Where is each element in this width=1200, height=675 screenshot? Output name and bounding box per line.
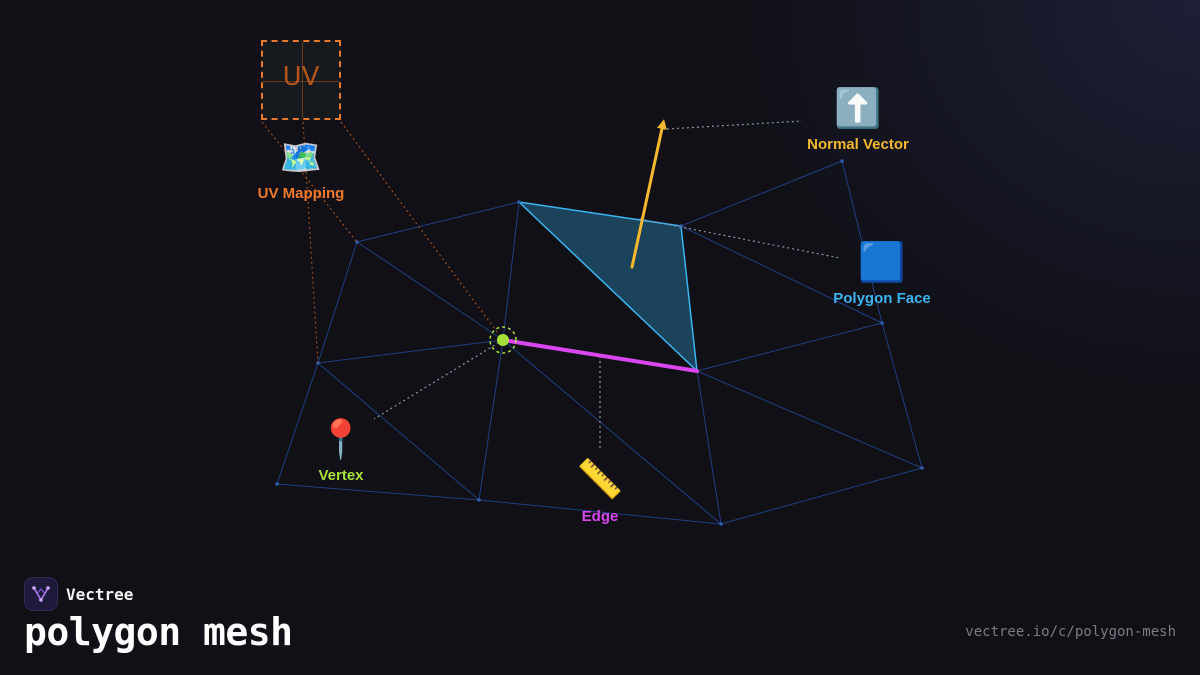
brand-name: Vectree <box>66 584 134 604</box>
vertex-leader <box>373 339 504 420</box>
highlighted-edge <box>501 338 699 373</box>
vertex-highlight-dot <box>497 334 509 346</box>
polygon-face-label: Polygon Face <box>833 290 931 307</box>
normal-vector-label: Normal Vector <box>807 136 909 153</box>
brand[interactable]: Vectree <box>24 577 133 611</box>
vectree-logo-icon <box>24 577 58 611</box>
uv-grid-v <box>302 42 303 118</box>
round-pushpin-icon: 📍 <box>317 417 365 461</box>
uv-box-label: UV <box>282 62 320 92</box>
blue-square-icon: 🟦 <box>858 240 906 284</box>
normal-vector-arrow <box>630 119 667 269</box>
normal-leader <box>666 120 803 130</box>
uv-mapping-label: UV Mapping <box>257 185 345 202</box>
leader-lines <box>261 120 841 450</box>
world-map-icon: 🗺️ <box>279 138 323 178</box>
up-arrow-icon: ⬆️ <box>834 86 882 130</box>
face-leader <box>639 218 841 259</box>
mesh-wireframe <box>276 160 923 525</box>
page-title: polygon mesh <box>24 610 293 654</box>
source-url[interactable]: vectree.io/c/polygon-mesh <box>965 624 1176 640</box>
uv-box: UV <box>261 40 341 120</box>
ruler-icon: 📏 <box>576 457 624 501</box>
edge-label: Edge <box>581 508 619 525</box>
uv-leader-2 <box>302 121 319 364</box>
vertex-highlight-ring <box>489 326 517 354</box>
uv-leader-1 <box>261 121 358 243</box>
vertex-label: Vertex <box>318 467 364 484</box>
uv-leader-3 <box>340 121 504 341</box>
polygon-face-highlight <box>516 200 698 373</box>
uv-grid-h <box>263 81 339 82</box>
